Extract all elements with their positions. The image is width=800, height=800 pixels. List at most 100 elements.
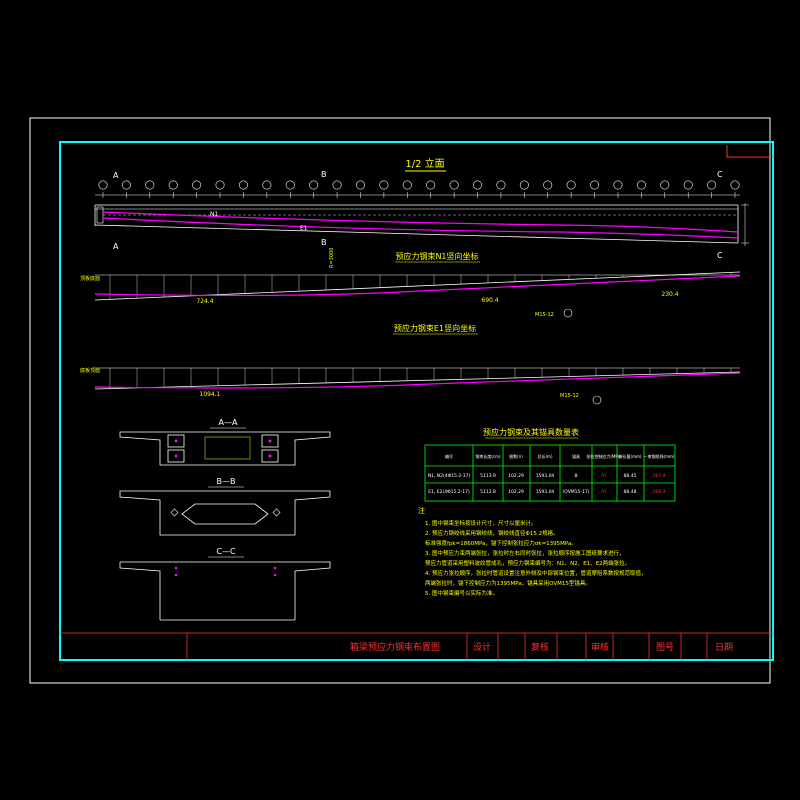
segment-circle	[332, 180, 342, 190]
table-grid	[424, 444, 676, 502]
table-cell: (OVM15-17)	[562, 489, 589, 495]
tendon-n1-elevation	[102, 211, 739, 233]
cut-b-bottom: B	[321, 238, 327, 247]
girder-elevation	[94, 204, 739, 244]
segment-circle	[285, 180, 295, 190]
table-cell: N1, N2(4Φ15.2-17)	[428, 473, 471, 479]
table-cell: 1593.04	[536, 473, 555, 479]
table-header-cell: 伸长量(mm)	[619, 453, 642, 459]
segment-numbers-row	[98, 180, 740, 190]
segment-circle	[613, 180, 623, 190]
e-dim-1: 1094.1	[200, 391, 221, 398]
title-block	[60, 632, 773, 660]
top-dimension-ticks	[102, 192, 736, 198]
notes-heading: 注	[418, 506, 425, 515]
n-profile-ordinates	[109, 272, 732, 300]
segment-circle	[215, 180, 225, 190]
n-dim-2: 690.4	[481, 297, 498, 304]
section-bb-tendons	[170, 508, 281, 517]
paper-border	[29, 117, 771, 684]
note-line: 2. 预应力钢绞线采用钢绞线，钢绞线直径Φ15.2规格。	[425, 529, 559, 537]
title-date: 日期	[715, 642, 733, 653]
table-header-cell: 锚具	[572, 453, 580, 459]
section-aa-title: A—A	[219, 418, 238, 427]
segment-circle	[426, 180, 436, 190]
title-sheet: 图号	[656, 642, 674, 653]
e-profile-tendon	[94, 372, 741, 389]
notes-list: 1. 图中钢束坐标按设计尺寸，尺寸以厘米计。2. 预应力钢绞线采用钢绞线，钢绞线…	[425, 519, 647, 597]
segment-circle	[309, 180, 319, 190]
table-cell: 102.29	[508, 473, 524, 479]
section-cc-tendons	[174, 566, 277, 577]
segment-circle	[730, 180, 740, 190]
section-cc-drawing	[119, 561, 331, 621]
table-header-cell: 编号	[445, 453, 453, 459]
table-cell: 5112.8	[480, 489, 496, 495]
cut-b-top: B	[321, 170, 327, 179]
table-cell: E1, E2(4Φ15.2-17)	[428, 489, 470, 495]
cut-c-top: C	[717, 170, 723, 179]
n-dim-1: 724.4	[196, 298, 213, 305]
n-dim-3: 230.4	[661, 291, 678, 298]
table-cell: 97	[601, 489, 607, 495]
corner-mark	[726, 145, 773, 158]
table-cell: B	[574, 473, 577, 479]
table-cell: 88.48	[624, 489, 637, 495]
segment-circle	[121, 180, 131, 190]
inner-frame	[59, 141, 774, 661]
table-header-cell: 钢束长度(cm)	[475, 453, 501, 459]
segment-circle	[355, 180, 365, 190]
segment-circle	[473, 180, 483, 190]
segment-circle	[496, 180, 506, 190]
segment-circle	[98, 180, 108, 190]
n-anchor: M15-12	[535, 312, 554, 318]
table-cell: 167.4	[653, 473, 666, 479]
title-check: 审核	[591, 641, 609, 653]
n-profile-title: 预应力钢束N1竖向坐标	[395, 251, 478, 261]
note-line: 预应力管道采用塑料波纹管成孔，预应力钢束编号为：N1、N2、E1、E2两端张拉。	[425, 559, 630, 567]
section-aa-tendons	[174, 439, 272, 458]
e-profile-baseline	[94, 371, 741, 390]
table-header-cell: 根数(n)	[509, 453, 523, 459]
drawing-name: 箱梁预应力钢束布置图	[350, 641, 440, 653]
segment-circle	[590, 180, 600, 190]
table-cell: 1593.04	[536, 489, 555, 495]
table-cell: 5113.9	[480, 473, 496, 479]
table-header-cell: 总长(m)	[537, 453, 552, 459]
section-bb-title: B—B	[217, 477, 236, 486]
segment-circle	[519, 180, 529, 190]
elevation-title: 1/2 立面	[405, 157, 444, 170]
table-cell: 88.45	[624, 473, 637, 479]
table-cell: 169.3	[653, 489, 666, 495]
n-marker: R=3000	[329, 248, 335, 268]
note-line: 5. 图中钢束编号以实际为准。	[425, 589, 498, 597]
segment-circle	[683, 180, 693, 190]
segment-circle	[660, 180, 670, 190]
section-aa-drawing	[119, 431, 331, 466]
section-markers: A A B B C C	[113, 170, 723, 260]
e-profile-title: 预应力钢束E1竖向坐标	[394, 323, 476, 333]
segment-circle	[192, 180, 202, 190]
segment-circle	[238, 180, 248, 190]
table-cell: 97	[601, 473, 607, 479]
segment-circle	[636, 180, 646, 190]
n-profile-left-label: 顶板底面	[80, 275, 100, 282]
section-bb-drawing	[119, 490, 331, 536]
tendon-n1-label: N1	[210, 211, 218, 218]
segment-circle	[168, 180, 178, 190]
cut-a-bottom: A	[113, 242, 119, 251]
n-profile-tendon	[94, 275, 741, 297]
table-header-cell: 一束钢绞线(mm)	[644, 453, 675, 459]
e-profile-ordinates	[109, 368, 732, 389]
segment-circle	[379, 180, 389, 190]
table-header-cell: 张拉控制应力(MPa)	[586, 453, 622, 459]
cut-c-bottom: C	[717, 251, 723, 260]
table-text: 编号 钢束长度(cm) 根数(n) 总长(m) 锚具张拉控制应力(MPa)伸长量(mm)…	[428, 453, 675, 495]
note-line: 标准强度fpk=1860MPa，锚下控制张拉应力σk=1395MPa。	[425, 539, 577, 547]
segment-circle	[543, 180, 553, 190]
tendon-e1-elevation	[102, 217, 739, 239]
segment-circle	[566, 180, 576, 190]
e-anchor: M15-12	[560, 393, 579, 399]
note-line: 两端张拉时，锚下控制应力为1395MPa，锚具采用OVM15型锚具。	[425, 579, 591, 587]
